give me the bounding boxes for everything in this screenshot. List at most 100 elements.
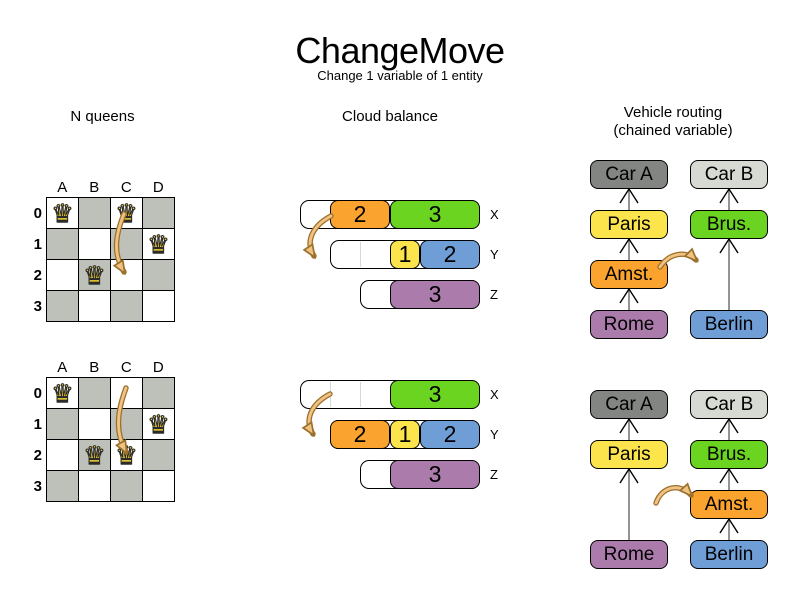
board-cell <box>47 440 78 470</box>
row-header-2: 2 <box>33 446 42 464</box>
board-cell <box>111 471 142 501</box>
queen-icon: ♛ <box>51 198 75 228</box>
queen-icon: ♛ <box>83 440 107 470</box>
queen-icon: ♛ <box>51 378 75 408</box>
computer-label-z: Z <box>490 287 498 302</box>
board-cell <box>111 229 142 259</box>
page-title: ChangeMove <box>295 30 505 71</box>
board-cell <box>143 260 174 290</box>
board-cell: ♛ <box>47 378 78 408</box>
queen-icon: ♛ <box>147 409 171 439</box>
board-cell <box>47 471 78 501</box>
slot-divider <box>360 382 361 407</box>
nqueens-board-before: ♛ ♛ ♛ ♛ <box>46 197 175 322</box>
board-cell <box>79 198 110 228</box>
board-cell <box>143 471 174 501</box>
board-column-headers: A B C D <box>47 359 174 376</box>
process-block: 2 <box>330 420 390 449</box>
vehicle-box-car-b-before: Car B <box>690 160 768 189</box>
vehicle-box-amst-after: Amst. <box>690 490 768 519</box>
chain-arrow <box>719 187 739 310</box>
queen-icon: ♛ <box>83 260 107 290</box>
move-arrow-amst-after <box>653 482 694 506</box>
computer-label-x: X <box>490 387 499 402</box>
row-header-0: 0 <box>33 384 42 402</box>
board-cell <box>143 440 174 470</box>
vehicle-box-amst-before: Amst. <box>590 260 668 289</box>
board-cell <box>143 198 174 228</box>
row-header-2: 2 <box>33 266 42 284</box>
board-cell <box>79 378 110 408</box>
vehicle-box-paris-after: Paris <box>590 440 668 469</box>
chain-arrow <box>619 187 639 310</box>
queen-icon: ♛ <box>115 440 139 470</box>
vehicle-box-brus-before: Brus. <box>690 210 768 239</box>
process-block: 2 <box>330 200 390 229</box>
board-cell: ♛ <box>79 440 110 470</box>
vehicle-box-car-b-after: Car B <box>690 390 768 419</box>
board-cell <box>79 291 110 321</box>
computer-label-z: Z <box>490 467 498 482</box>
page-subtitle: Change 1 variable of 1 entity <box>317 68 483 83</box>
board-cell <box>79 471 110 501</box>
board-row-headers: 0 1 2 3 <box>26 378 42 501</box>
slot-divider <box>360 242 361 267</box>
section-title-cloud-balance: Cloud balance <box>342 108 438 125</box>
chain-arrow <box>619 417 639 540</box>
section-subtitle-chained-variable: (chained variable) <box>613 122 733 139</box>
process-block: 3 <box>390 460 480 489</box>
board-cell <box>79 229 110 259</box>
board-cell <box>47 291 78 321</box>
computer-label-x: X <box>490 207 499 222</box>
row-header-1: 1 <box>33 415 42 433</box>
process-block: 1 <box>390 240 420 269</box>
vehicle-box-rome-after: Rome <box>590 540 668 569</box>
vehicle-box-brus-after: Brus. <box>690 440 768 469</box>
col-header-c: C <box>120 359 133 376</box>
vehicle-box-rome-before: Rome <box>590 310 668 339</box>
col-header-d: D <box>152 359 165 376</box>
col-header-c: C <box>120 179 133 196</box>
col-header-a: A <box>57 359 68 376</box>
board-cell <box>47 260 78 290</box>
queen-icon: ♛ <box>115 198 139 228</box>
board-cell: ♛ <box>111 440 142 470</box>
col-header-a: A <box>57 179 68 196</box>
chain-arrow <box>719 417 739 540</box>
vehicle-box-car-a-after: Car A <box>590 390 668 419</box>
nqueens-board-after: ♛ ♛ ♛ ♛ <box>46 377 175 502</box>
col-header-d: D <box>152 179 165 196</box>
board-cell <box>111 260 142 290</box>
process-block: 2 <box>420 240 480 269</box>
vehicle-box-paris-before: Paris <box>590 210 668 239</box>
vehicle-box-berlin-after: Berlin <box>690 540 768 569</box>
vehicle-box-car-a-before: Car A <box>590 160 668 189</box>
board-cell <box>47 229 78 259</box>
board-cell: ♛ <box>79 260 110 290</box>
board-cell <box>111 409 142 439</box>
board-row-headers: 0 1 2 3 <box>26 198 42 321</box>
slot-divider <box>330 382 331 407</box>
queen-icon: ♛ <box>147 229 171 259</box>
process-block: 3 <box>390 280 480 309</box>
board-cell <box>47 409 78 439</box>
vehicle-box-berlin-before: Berlin <box>690 310 768 339</box>
board-cell <box>143 291 174 321</box>
process-block: 3 <box>390 380 480 409</box>
board-cell <box>111 291 142 321</box>
board-cell: ♛ <box>47 198 78 228</box>
row-header-3: 3 <box>33 477 42 495</box>
board-cell <box>111 378 142 408</box>
section-title-vehicle-routing: Vehicle routing <box>623 104 723 121</box>
col-header-b: B <box>89 359 100 376</box>
process-block: 1 <box>390 420 420 449</box>
board-cell <box>79 409 110 439</box>
process-block: 2 <box>420 420 480 449</box>
board-cell <box>143 378 174 408</box>
col-header-b: B <box>89 179 100 196</box>
row-header-1: 1 <box>33 235 42 253</box>
board-cell: ♛ <box>111 198 142 228</box>
computer-label-y: Y <box>490 247 499 262</box>
row-header-0: 0 <box>33 204 42 222</box>
